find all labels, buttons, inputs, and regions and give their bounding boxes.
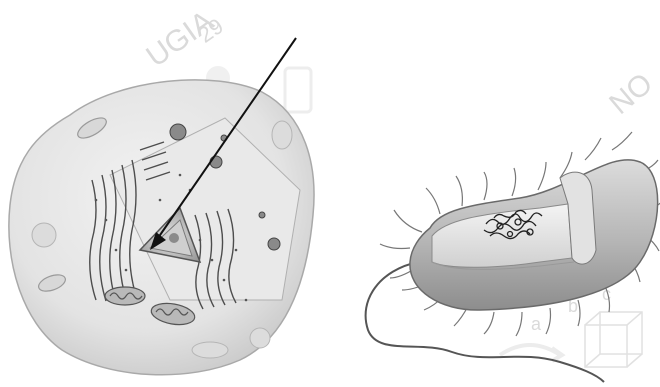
watermark-cube-icon (585, 312, 642, 367)
animal-cell (9, 80, 314, 375)
watermark-device-icon (285, 68, 311, 112)
nucleolus (169, 233, 179, 243)
watermark-arrow-icon (500, 345, 562, 361)
watermark-letter-a: a (531, 314, 542, 334)
bacterial-cell (366, 132, 660, 382)
watermark-text-top-right: NO (603, 67, 659, 121)
